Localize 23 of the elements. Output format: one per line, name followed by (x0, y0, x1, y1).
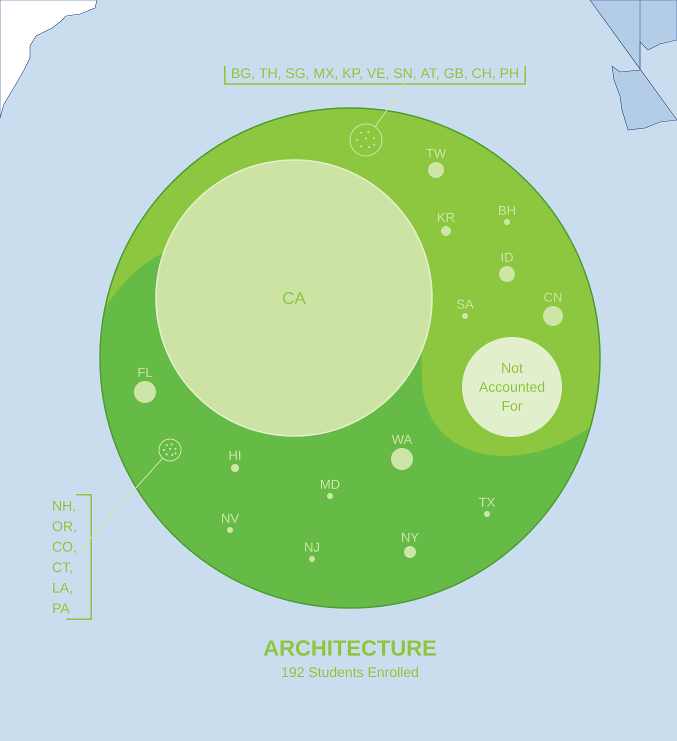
node-label: SA (456, 300, 474, 309)
node-label: FL (138, 368, 152, 377)
bracket-label: BG, TH, SG, MX, KP, VE, SN, AT, GB, CH, PH (224, 66, 526, 85)
node-label: TX (479, 498, 496, 507)
dotted-circle (350, 124, 382, 156)
caption: 192 Students Enrolled (282, 666, 418, 678)
node-label: MD (320, 480, 340, 489)
bracket-label: NH, OR, CO, CT, LA, PA (52, 494, 92, 620)
node-label: NY (402, 532, 419, 542)
node-label: NV (222, 514, 239, 523)
node-label: HI (230, 450, 240, 460)
leader-line (80, 458, 163, 550)
node-label: NJ (305, 542, 319, 552)
dotted-circle (158, 438, 182, 462)
leader-line (374, 83, 406, 127)
node-label: KR (438, 212, 454, 222)
title: ARCHITECTURE (264, 640, 436, 656)
node-label: ID (502, 252, 513, 262)
node-label: CN (544, 292, 562, 302)
node-label: BH (499, 206, 515, 215)
node-label: WA (392, 434, 412, 444)
bubble: Not Accounted For (462, 337, 562, 437)
node-label: TW (426, 148, 446, 158)
